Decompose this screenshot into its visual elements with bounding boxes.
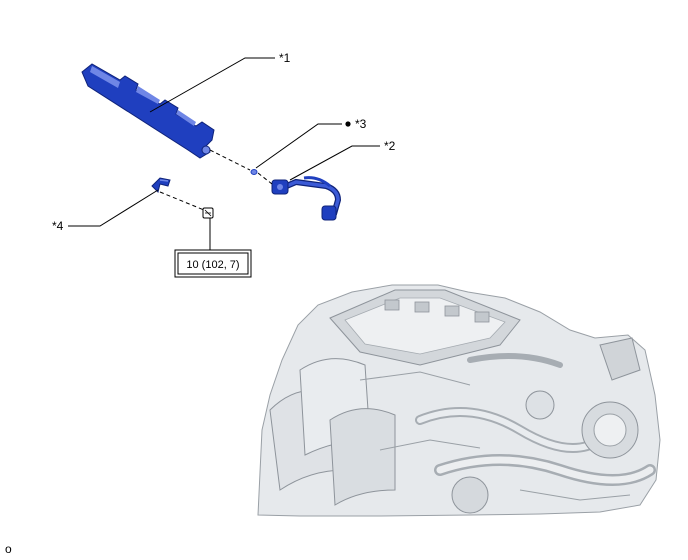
figure-code: o <box>5 542 12 556</box>
o-ring <box>250 169 258 175</box>
torque-spec-box: 10 (102, 7) <box>174 249 252 278</box>
leader-lines <box>68 57 380 250</box>
assembly-lines <box>159 149 273 211</box>
callout-label-4: *4 <box>52 219 64 233</box>
callout-label-1: *1 <box>279 51 291 65</box>
fuel-tube <box>271 176 342 221</box>
engine-illustration <box>257 284 661 517</box>
callout-label-2: *2 <box>384 139 396 153</box>
callout-label-3: *3 <box>355 117 367 131</box>
torque-spec-text: 10 (102, 7) <box>186 259 239 271</box>
filled-dot-icon <box>345 121 351 127</box>
bolt <box>202 207 214 219</box>
fuel-pipe-clamp <box>151 177 171 193</box>
fuel-delivery-pipe <box>81 63 215 159</box>
